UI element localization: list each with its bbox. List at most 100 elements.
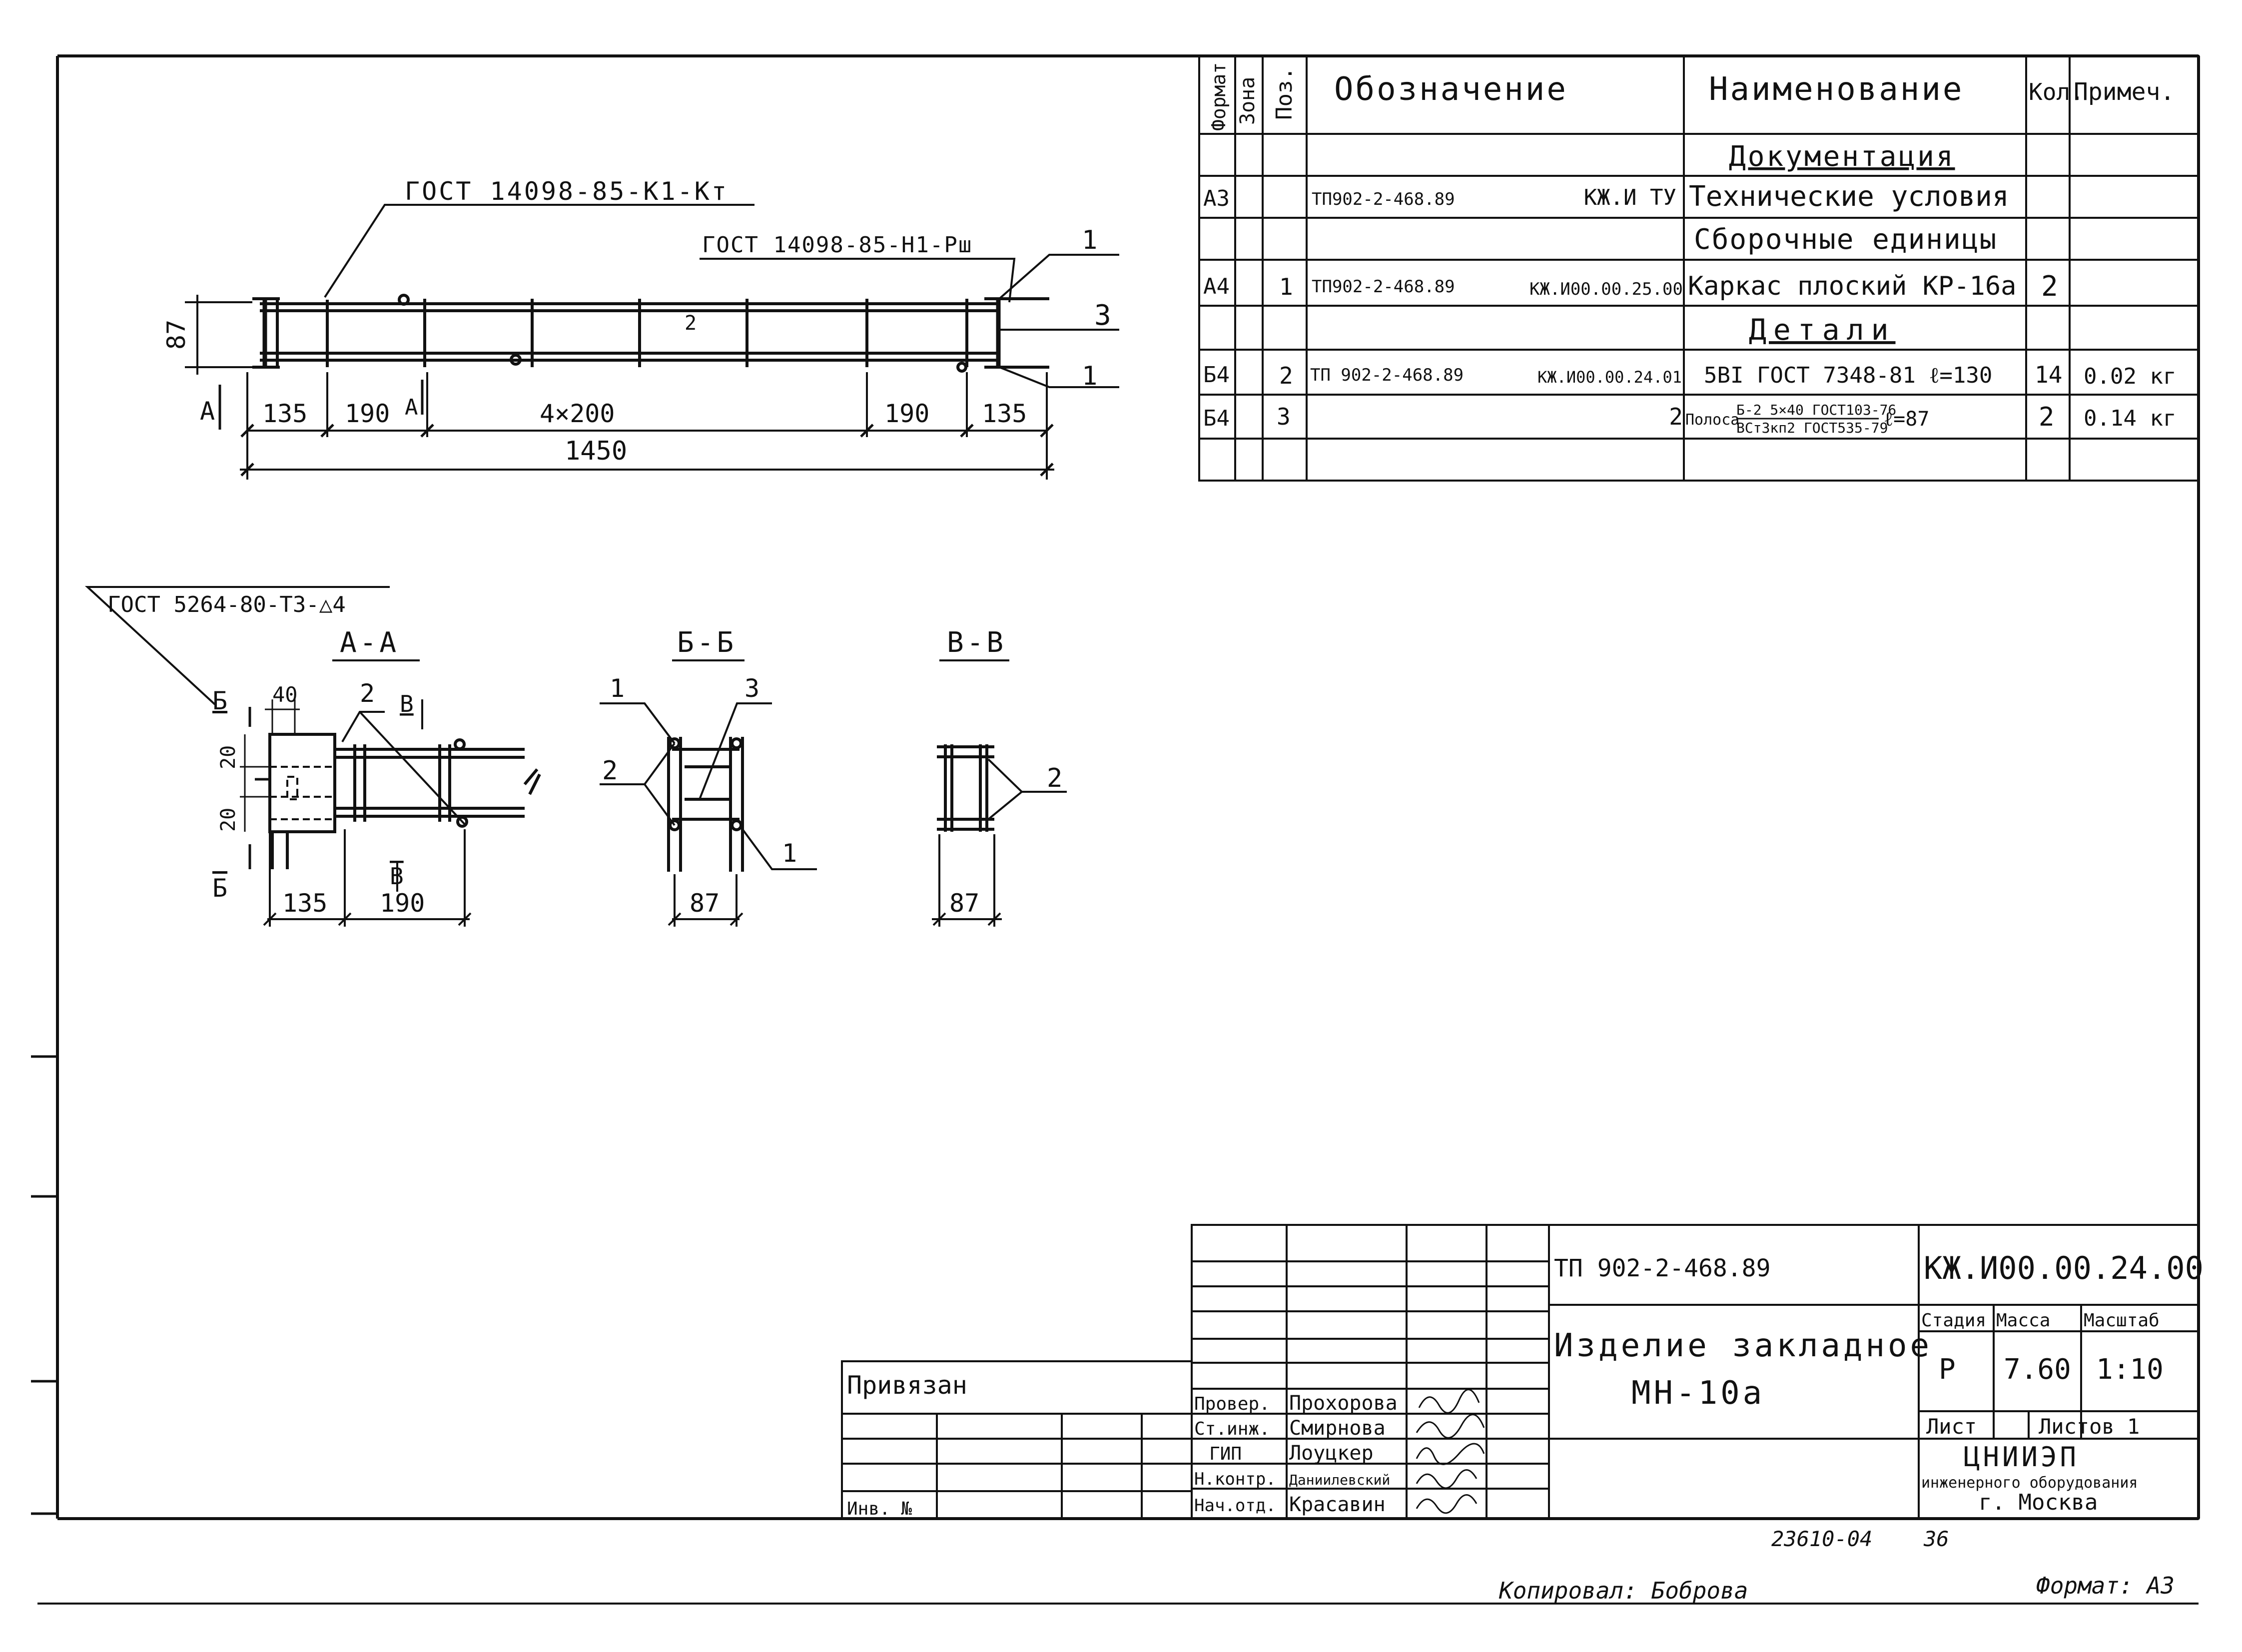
row5-qty: 14 (2035, 361, 2062, 388)
section-assemblies: Сборочные единицы (1694, 223, 1997, 256)
header-position: Поз. (1272, 67, 1297, 120)
row5-code: КЖ.И00.00.24.01 (1537, 368, 1682, 387)
signer-name-5: Красавин (1289, 1493, 1386, 1516)
section-b-b: Б-Б 1 3 2 1 (600, 626, 817, 927)
weld-leader-gost5264: ГОСТ 5264-80-Т3-△4 (107, 592, 346, 617)
paper-format: Формат: А3 (2036, 1572, 2175, 1599)
row1-code: КЖ.И ТУ (1584, 185, 1676, 210)
header-note: Примеч. (2074, 78, 2175, 106)
section-a-a: ГОСТ 5264-80-Т3-△4 А-А (84, 586, 541, 927)
section-mark-b-bottom: Б (212, 874, 227, 903)
row5-doc: ТП 902-2-468.89 (1310, 365, 1464, 385)
row5-name: 5ВI ГОСТ 7348-81 ℓ=130 (1704, 363, 1992, 388)
dim-20-upper: 20 (217, 745, 240, 769)
signer-name-2: Смирнова (1289, 1417, 1386, 1440)
stage-value: Р (1939, 1353, 1956, 1386)
row3-pos: 1 (1279, 273, 1293, 300)
scale-value: 1:10 (2096, 1353, 2164, 1386)
header-stage: Стадия (1921, 1310, 1986, 1331)
row5-pos: 2 (1279, 362, 1293, 389)
signer-role-4: Н.контр. (1194, 1469, 1276, 1489)
dim-190-left: 190 (345, 399, 390, 428)
mass-value: 7.60 (2004, 1353, 2071, 1386)
row6-name-suffix: ℓ=87 (1884, 408, 1929, 431)
privyazan-label: Привязан (847, 1371, 967, 1400)
row5-format: Б4 (1203, 362, 1230, 388)
row1-name: Технические условия (1689, 180, 2009, 213)
row6-name-num: Б-2 5×40 ГОСТ103-76 (1736, 402, 1896, 418)
dim-135-left: 135 (262, 399, 307, 428)
section-documentation: Документация (1729, 140, 1955, 173)
signer-name-3: Лоуцкер (1289, 1442, 1374, 1465)
row6-name-den: ВСт3кп2 ГОСТ535-79 (1736, 420, 1888, 436)
section-vv-pos-2: 2 (1047, 763, 1062, 793)
title-name-line1: Изделие закладное (1554, 1327, 1932, 1364)
org-name: ЦНИИЭП (1964, 1441, 2079, 1473)
pos-label-3: 3 (1094, 299, 1111, 332)
section-bb-pos-1-bottom: 1 (782, 839, 797, 868)
section-mark-a-left: А (200, 397, 215, 426)
section-details: Детали (1749, 313, 1896, 347)
sheet-label: Лист (1926, 1414, 1977, 1439)
leader-gost-n1: ГОСТ 14098-85-Н1-Рш (702, 232, 972, 258)
specification-table: Формат Зона Поз. Обозначение Наименовани… (1198, 55, 2200, 482)
section-bb-pos-1-top: 1 (610, 674, 625, 703)
section-bb-pos-3: 3 (745, 674, 759, 703)
main-view: 2 ГОСТ 14098-85-К1-Кт ГОСТ 14098-85-Н1-Р… (162, 177, 1119, 480)
title-name-line2: МН-10а (1631, 1375, 1765, 1412)
section-mark-v-bottom: В (390, 863, 404, 890)
header-zone: Зона (1236, 77, 1259, 125)
signer-role-5: Нач.отд. (1194, 1496, 1276, 1516)
signer-name-1: Прохорова (1289, 1392, 1398, 1415)
section-aa-pos-2: 2 (360, 679, 375, 708)
row6-qty: 2 (2039, 402, 2054, 432)
dim-135-right: 135 (982, 399, 1027, 428)
section-bb-dim-87: 87 (690, 889, 720, 918)
org-subtitle: инженерного оборудования (1921, 1474, 2138, 1492)
section-aa-dim-135: 135 (282, 889, 327, 918)
page-number: 36 (1923, 1527, 1949, 1551)
section-bb-pos-2: 2 (602, 756, 618, 786)
dim-20-lower: 20 (217, 808, 240, 832)
title-project: ТП 902-2-468.89 (1554, 1254, 1770, 1282)
header-scale: Масштаб (2084, 1310, 2160, 1331)
header-mass: Масса (1996, 1310, 2050, 1331)
leader-gost-k1: ГОСТ 14098-85-К1-Кт (405, 177, 729, 206)
section-mark-a-right: А (405, 395, 418, 420)
section-title-vv: В-В (947, 626, 1006, 659)
row6-name: Полоса (1685, 411, 1739, 429)
section-mark-b-top: Б (212, 686, 227, 715)
header-qty: Кол. (2029, 78, 2084, 105)
signer-role-3: ГИП (1209, 1444, 1242, 1464)
org-city: г. Москва (1979, 1490, 2098, 1515)
row6-code: 2 (1669, 403, 1683, 430)
header-format: Формат (1208, 62, 1230, 131)
pos-label-2: 2 (685, 312, 697, 335)
inv-no-label: Инв. № (847, 1499, 912, 1519)
footer: 23610-04 36 Копировал: Боброва Формат: А… (1498, 1527, 2175, 1604)
sheets-label: Листов 1 (2039, 1414, 2140, 1439)
row1-doc: ТП902-2-468.89 (1312, 189, 1455, 209)
pos-label-1-bottom: 1 (1082, 361, 1097, 391)
dim-190-right: 190 (884, 399, 929, 428)
section-vv-dim-87: 87 (949, 889, 979, 918)
row5-note: 0.02 кг (2084, 364, 2176, 389)
row1-format: А3 (1203, 186, 1230, 211)
header-name: Наименование (1709, 71, 1964, 108)
section-title-aa: А-А (340, 626, 399, 659)
section-v-v: В-В 2 87 (932, 626, 1067, 927)
row6-note: 0.14 кг (2084, 406, 2176, 431)
signer-role-2: Ст.инж. (1194, 1419, 1270, 1439)
row3-qty: 2 (2041, 270, 2058, 303)
dim-total-1450: 1450 (565, 436, 627, 466)
signer-role-1: Провер. (1194, 1394, 1270, 1414)
section-aa-dim-190: 190 (380, 889, 425, 918)
dim-4x200: 4×200 (540, 399, 615, 428)
height-dim-87: 87 (162, 320, 191, 350)
row6-pos: 3 (1277, 403, 1291, 430)
title-code: КЖ.И00.00.24.00 (1924, 1250, 2204, 1286)
row3-doc: ТП902-2-468.89 (1312, 277, 1455, 297)
title-block: ТП 902-2-468.89 КЖ.И00.00.24.00 Изделие … (841, 1224, 2204, 1520)
header-designation: Обозначение (1334, 71, 1568, 108)
